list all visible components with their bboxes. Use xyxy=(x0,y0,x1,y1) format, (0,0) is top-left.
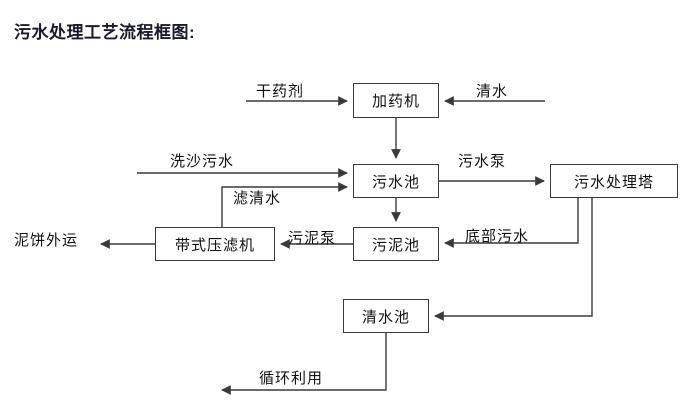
node-label: 污水处理塔 xyxy=(573,173,654,191)
edge-label-sand-wash-sewage: 洗沙污水 xyxy=(170,153,235,170)
node-label: 污泥池 xyxy=(371,236,420,254)
node-clear-water-pool[interactable]: 清水池 xyxy=(343,299,429,333)
node-dosing-machine[interactable]: 加药机 xyxy=(353,83,439,118)
node-treatment-tower[interactable]: 污水处理塔 xyxy=(550,164,678,198)
page-title: 污水处理工艺流程框图: xyxy=(14,23,196,42)
edge-label-clean-water: 清水 xyxy=(476,83,509,100)
node-label: 污水池 xyxy=(371,173,420,191)
node-sewage-pool[interactable]: 污水池 xyxy=(353,164,439,198)
edge-label-sewage-pump: 污水泵 xyxy=(458,153,507,170)
edge-label-filtered-water: 滤清水 xyxy=(233,190,282,207)
node-sludge-pool[interactable]: 污泥池 xyxy=(353,227,439,261)
edge-label-bottom-sewage: 底部污水 xyxy=(465,228,530,245)
terminal-label-mud-cake-export: 泥饼外运 xyxy=(14,232,79,249)
node-label: 清水池 xyxy=(361,308,410,326)
node-label: 带式压滤机 xyxy=(174,236,255,254)
edge-clear-water-pool-to-recycle xyxy=(221,333,387,395)
edge-label-sludge-pump: 污泥泵 xyxy=(288,230,337,247)
edge-label-recycle-use: 循环利用 xyxy=(259,370,324,387)
edge-tower-to-clear-water-pool xyxy=(434,198,593,321)
node-label: 加药机 xyxy=(371,93,420,110)
edge-tower-to-sludge-pool xyxy=(444,198,579,248)
node-belt-filter-press[interactable]: 带式压滤机 xyxy=(155,227,275,261)
edge-beltfilter-to-sewage-pool xyxy=(221,182,348,227)
edge-label-dry-reagent: 干药剂 xyxy=(256,83,305,100)
